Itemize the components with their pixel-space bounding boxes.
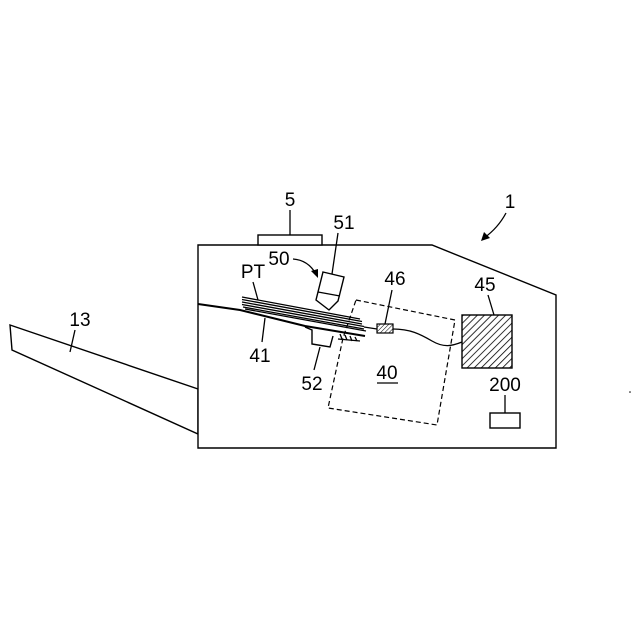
connector-46	[377, 324, 393, 333]
label-51: 51	[333, 213, 354, 234]
label-pt: PT	[241, 262, 266, 283]
label-45: 45	[474, 275, 495, 296]
label-52: 52	[301, 374, 322, 395]
label-200: 200	[489, 375, 521, 396]
top-unit-5	[258, 235, 322, 245]
controller-45	[462, 315, 512, 368]
label-50: 50	[268, 249, 289, 270]
output-tray	[10, 325, 198, 434]
arrowhead-1	[481, 232, 490, 241]
label-41: 41	[249, 346, 270, 367]
speck	[629, 391, 631, 393]
label-1: 1	[505, 192, 516, 213]
label-46: 46	[384, 269, 405, 290]
leader-1	[484, 213, 506, 238]
label-13: 13	[69, 310, 90, 331]
label-40: 40	[376, 363, 397, 384]
component-200	[490, 413, 520, 428]
label-5: 5	[285, 190, 296, 211]
